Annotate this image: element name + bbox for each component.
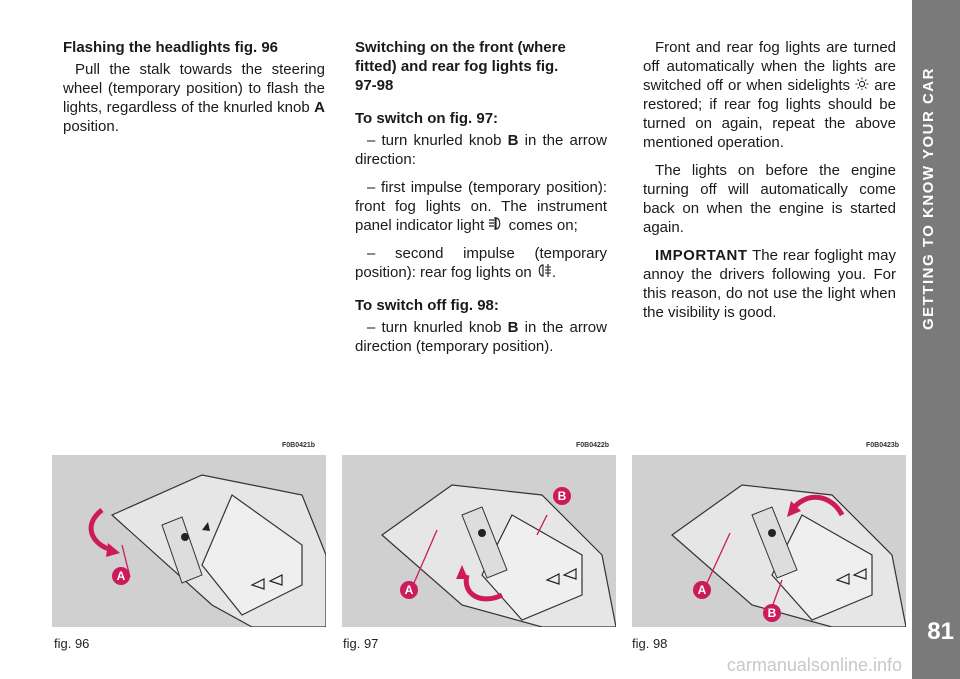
step-turn-knob: – turn knurled knob B in the arrow direc… — [355, 132, 607, 168]
figure-96-code: F0B0421b — [282, 442, 316, 449]
sidelights-icon — [855, 77, 869, 94]
column-3: Front and rear fog lights are turned off… — [643, 38, 896, 331]
label-a: A — [693, 581, 711, 599]
heading-flashing: Flashing the headlights fig. 96 — [63, 39, 279, 56]
important-label: IMPORTANT — [655, 247, 748, 264]
heading-fog-lights: Switching on the front (where fitted) an… — [355, 39, 566, 94]
step-first-impulse: – first impulse (temporary position): fr… — [355, 179, 607, 234]
figure-97: A B — [342, 455, 616, 627]
label-b: B — [763, 604, 781, 622]
label-a: A — [400, 581, 418, 599]
label-a: A — [112, 567, 130, 585]
paragraph-flashing: Pull the stalk towards the steering whee… — [63, 61, 325, 135]
figure-98-caption: fig. 98 — [632, 636, 668, 651]
step-switch-off: – turn knurled knob B in the arrow direc… — [355, 319, 607, 355]
figure-97-caption: fig. 97 — [343, 636, 379, 651]
paragraph-auto-on: The lights on before the engine turning … — [643, 162, 896, 236]
figure-96-caption: fig. 96 — [54, 636, 90, 651]
step-second-impulse: – second impulse (temporary position): r… — [355, 245, 607, 281]
figure-96: A — [52, 455, 326, 627]
figure-97-code: F0B0422b — [576, 442, 610, 449]
figure-98: A B — [632, 455, 906, 627]
rear-fog-icon — [536, 264, 552, 281]
subheading-switch-on: To switch on fig. 97: — [355, 110, 499, 127]
figure-98-code: F0B0423b — [866, 442, 900, 449]
paragraph-important: IMPORTANT The rear foglight may annoy th… — [643, 247, 896, 321]
label-b: B — [553, 487, 571, 505]
front-fog-icon — [488, 217, 504, 234]
section-sidebar: GETTING TO KNOW YOUR CAR 81 — [912, 0, 960, 679]
section-title: GETTING TO KNOW YOUR CAR — [920, 67, 937, 330]
subheading-switch-off: To switch off fig. 98: — [355, 297, 499, 314]
column-1: Flashing the headlights fig. 96 Pull the… — [63, 38, 325, 145]
paragraph-auto-off: Front and rear fog lights are turned off… — [643, 39, 896, 151]
watermark: carmanualsonline.info — [726, 655, 902, 675]
column-2: Switching on the front (where fitted) an… — [355, 38, 607, 365]
page-number: 81 — [927, 618, 954, 645]
